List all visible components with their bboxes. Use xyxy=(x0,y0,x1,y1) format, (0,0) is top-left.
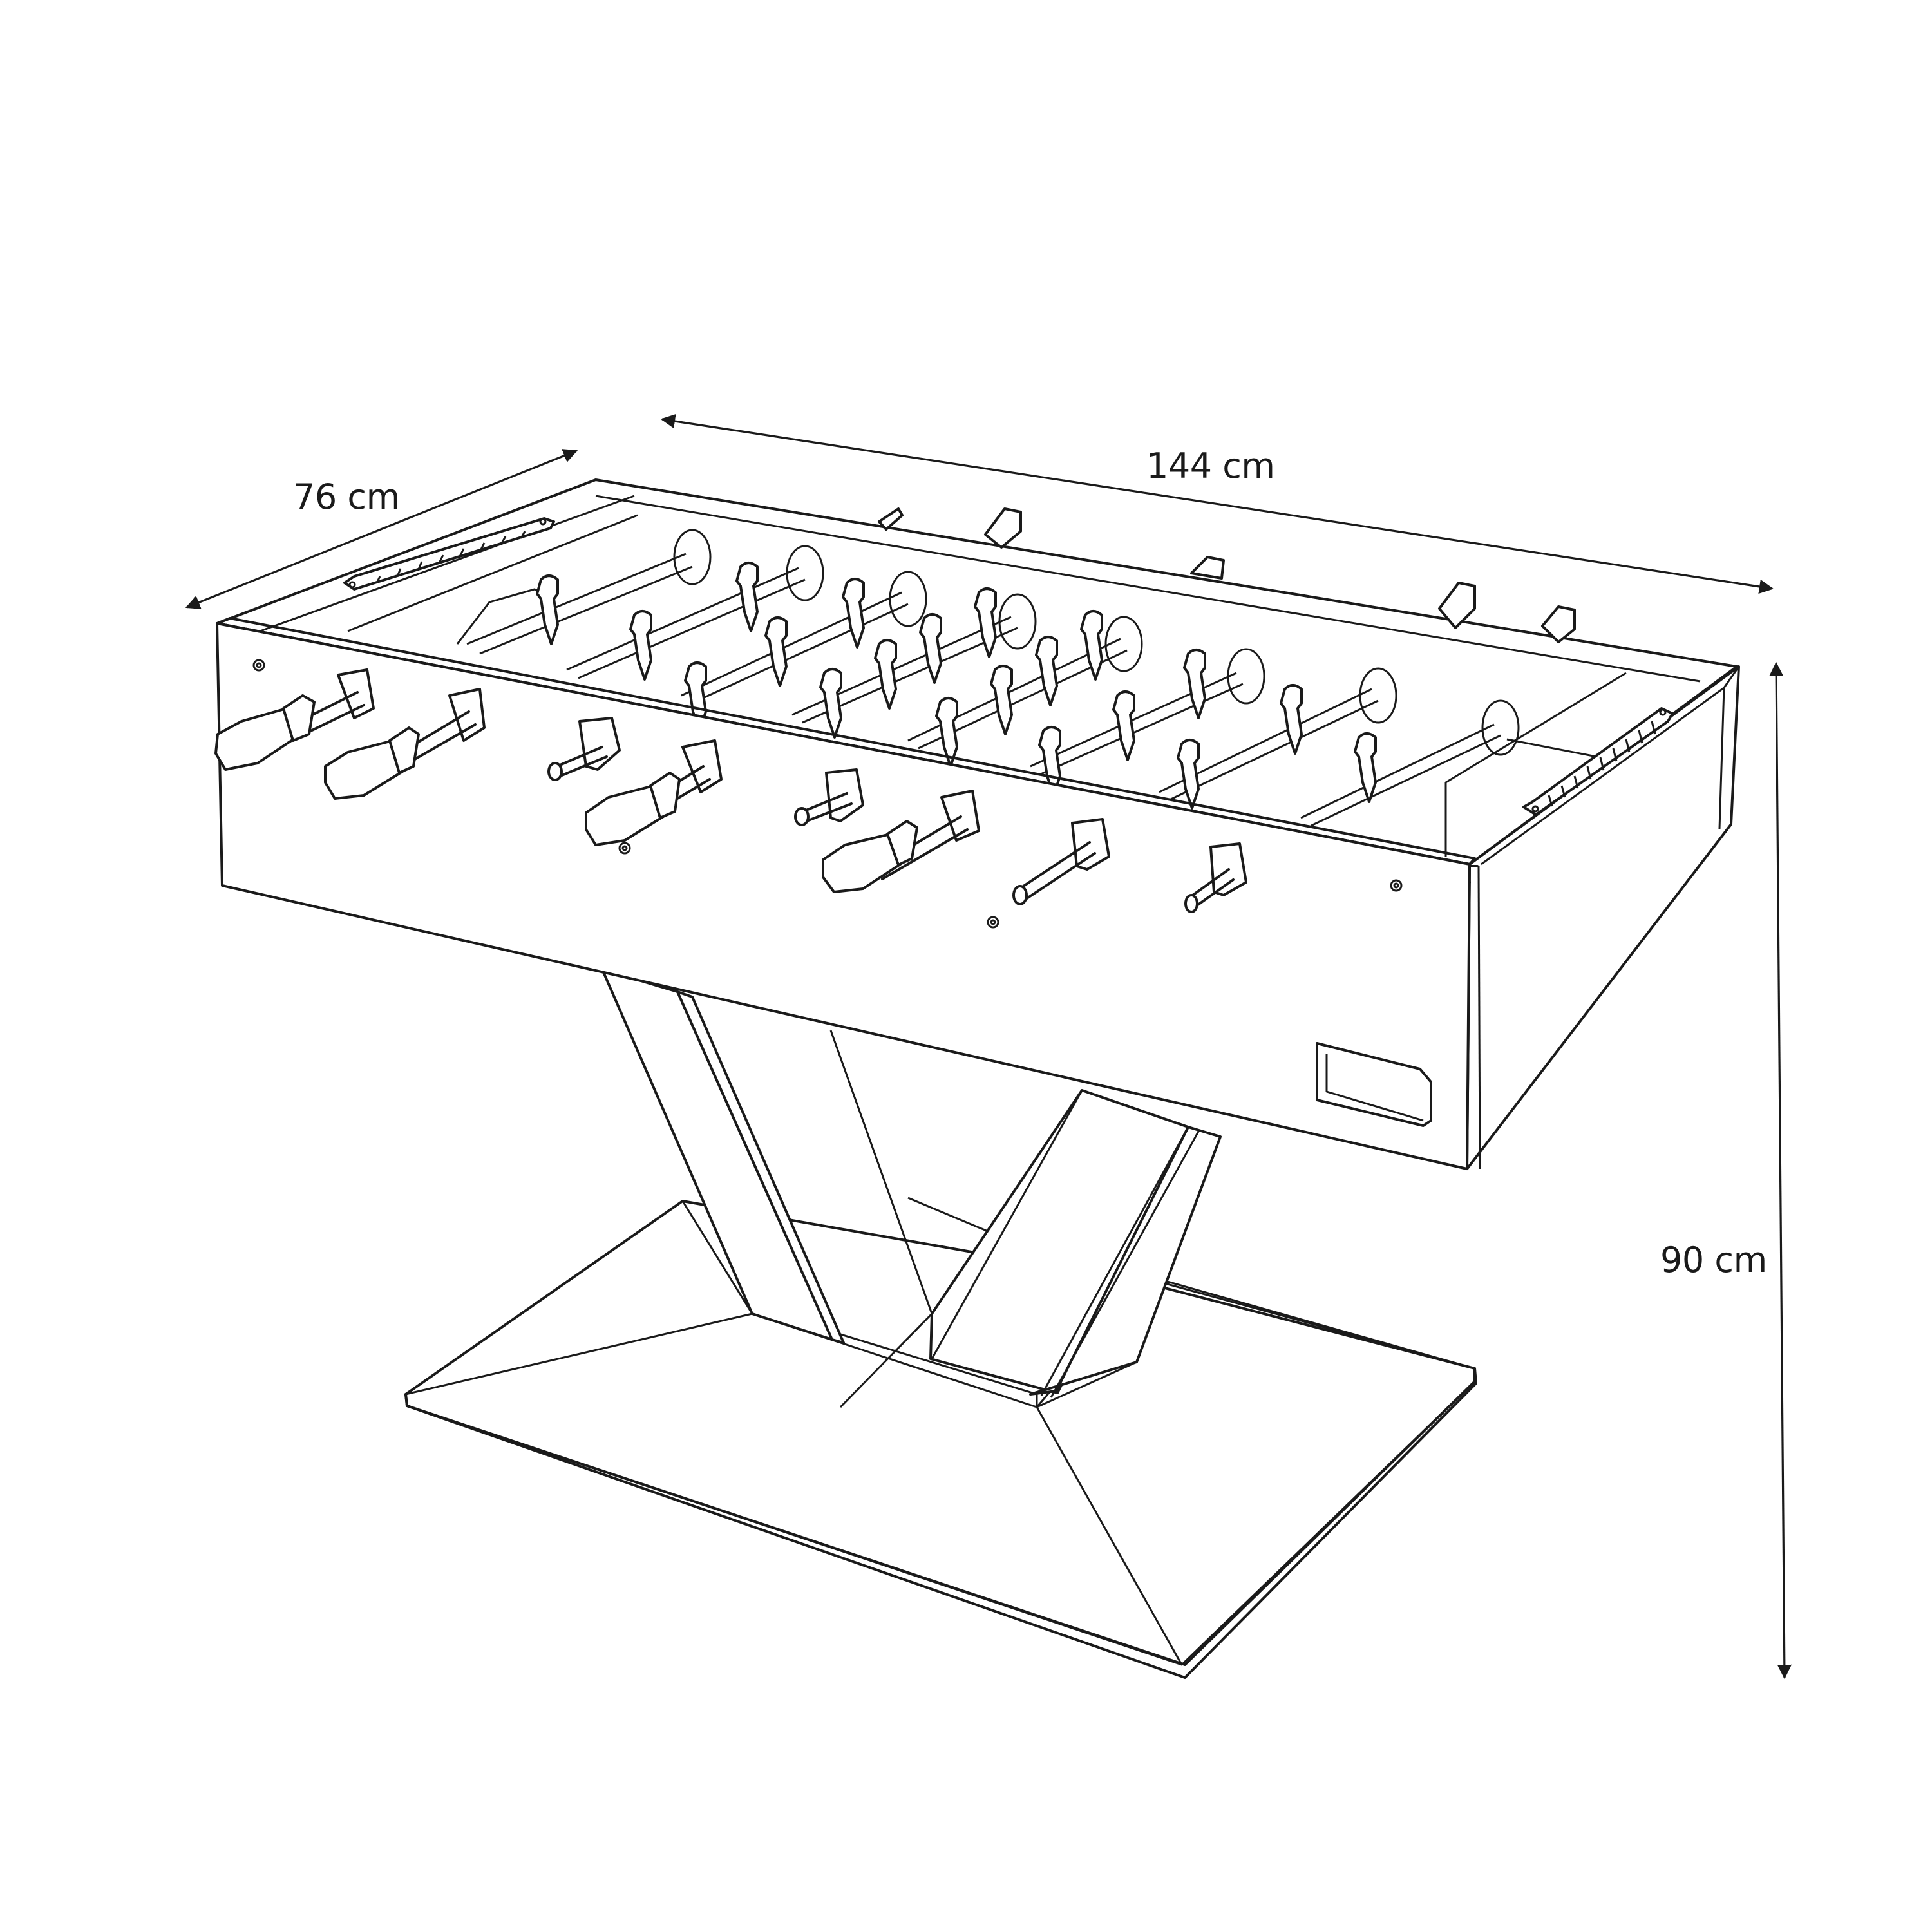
score-counter-left xyxy=(343,517,555,591)
dimension-width-line xyxy=(185,449,578,609)
rod-handle-3 xyxy=(547,717,621,781)
dimension-height-line xyxy=(1768,661,1792,1680)
table-base xyxy=(404,1197,1477,1679)
rod-handle-6 xyxy=(822,790,980,893)
ball-return-slot xyxy=(1316,1042,1432,1127)
player-figures xyxy=(536,562,1377,810)
rod-handle-8 xyxy=(1184,842,1247,913)
score-counter-right xyxy=(1522,707,1674,816)
rod-handle-2 xyxy=(324,688,486,800)
table-pedestal xyxy=(601,968,1222,1408)
dimension-width-label: 76 cm xyxy=(293,477,400,517)
dimension-length-line xyxy=(660,413,1774,594)
dimension-length-label: 144 cm xyxy=(1146,446,1275,486)
table-front-panel xyxy=(216,617,1476,1170)
rod-handle-7 xyxy=(1012,818,1110,905)
rod-handle-5 xyxy=(794,768,864,826)
front-rod-handles xyxy=(214,668,1247,913)
dimension-height-label: 90 cm xyxy=(1660,1240,1767,1280)
rod-handle-1 xyxy=(214,668,375,771)
rod-handle-4 xyxy=(585,739,723,846)
player-rods xyxy=(466,529,1520,827)
back-rail-handles xyxy=(878,507,1576,643)
